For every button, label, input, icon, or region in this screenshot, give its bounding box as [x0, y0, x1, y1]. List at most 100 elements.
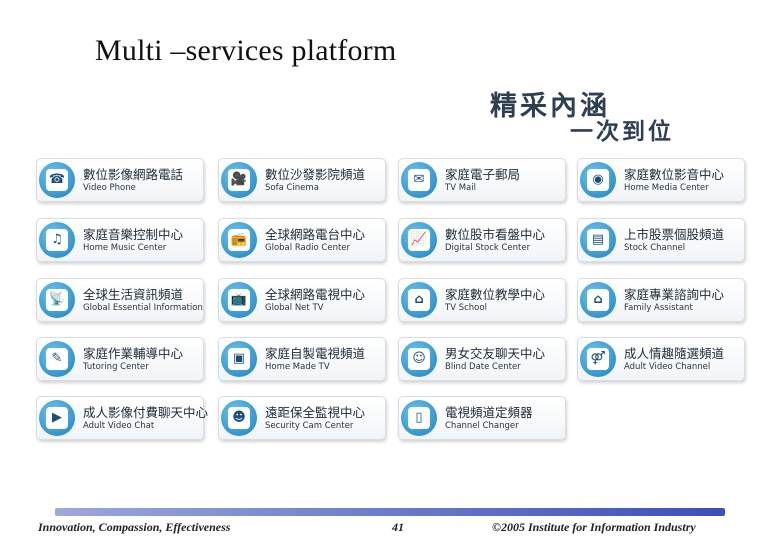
icon-glyph: ✎: [46, 348, 68, 370]
service-name-en: Family Assistant: [624, 303, 693, 313]
service-name-en: Video Phone: [83, 183, 136, 193]
icon-glyph: ▤: [587, 229, 609, 251]
phone-icon: ☎: [39, 162, 75, 198]
service-name-en: Global Essential Information: [83, 303, 203, 313]
service-name-zh: 數位沙發影院頻道: [265, 167, 366, 182]
service-name-zh: 遠距保全監視中心: [265, 405, 366, 420]
radio-icon: 📻: [221, 222, 257, 258]
service-name-zh: 全球生活資訊頻道: [83, 287, 184, 302]
stock-tv-icon: ▤: [580, 222, 616, 258]
service-name-zh: 家庭自製電視頻道: [265, 346, 366, 361]
service-name-en: Digital Stock Center: [445, 243, 531, 253]
service-name-zh: 成人影像付費聊天中心: [83, 405, 209, 420]
page-number: 41: [392, 520, 404, 534]
service-name-en: Adult Video Chat: [83, 421, 155, 431]
service-name-zh: 家庭數位影音中心: [624, 167, 725, 182]
icon-glyph: ⌂: [408, 289, 430, 311]
icon-glyph: ☺: [408, 348, 430, 370]
icon-glyph: 📡: [46, 289, 68, 311]
service-name-en: Blind Date Center: [445, 362, 521, 372]
remote-control-icon: ▯: [401, 400, 437, 436]
service-name-en: TV Mail: [445, 183, 476, 193]
service-name-zh: 全球網路電台中心: [265, 227, 366, 242]
home-tv-icon: ▣: [221, 341, 257, 377]
service-name-zh: 家庭音樂控制中心: [83, 227, 184, 242]
music-icon: ♫: [39, 222, 75, 258]
service-name-en: Home Music Center: [83, 243, 167, 253]
service-name-en: Sofa Cinema: [265, 183, 319, 193]
mail-icon: ✉: [401, 162, 437, 198]
tutoring-icon: ✎: [39, 341, 75, 377]
school-icon: ⌂: [401, 282, 437, 318]
service-name-en: Adult Video Channel: [624, 362, 711, 372]
service-name-zh: 數位股市看盤中心: [445, 227, 546, 242]
service-name-zh: 成人情趣隨選頻道: [624, 346, 725, 361]
satellite-dish-icon: 📡: [39, 282, 75, 318]
service-name-zh: 數位影像網路電話: [83, 167, 184, 182]
slogan-line-2: 一次到位: [570, 119, 674, 145]
icon-glyph: 🎥: [228, 169, 250, 191]
service-name-en: Tutoring Center: [83, 362, 149, 372]
service-name-en: Stock Channel: [624, 243, 686, 253]
service-name-en: Home Media Center: [624, 183, 709, 193]
icon-glyph: ♫: [46, 229, 68, 251]
footer-copyright: ©2005 Institute for Information Industry: [492, 520, 696, 534]
icon-glyph: 📻: [228, 229, 250, 251]
slogan-line-1: 精采內涵: [490, 91, 610, 122]
service-name-zh: 上市股票個股頻道: [624, 227, 725, 242]
service-name-zh: 家庭數位教學中心: [445, 287, 546, 302]
service-name-zh: 電視頻道定頻器: [445, 405, 533, 420]
video-chat-icon: ▶: [39, 400, 75, 436]
icon-glyph: ⌂: [587, 289, 609, 311]
icon-glyph: ⚤: [587, 348, 609, 370]
tv-icon: 📺: [221, 282, 257, 318]
icon-glyph: ☻: [228, 407, 250, 429]
service-name-en: Channel Changer: [445, 421, 519, 431]
service-name-zh: 全球網路電視中心: [265, 287, 366, 302]
service-name-en: Global Net TV: [265, 303, 324, 313]
service-name-zh: 家庭專業諮詢中心: [624, 287, 725, 302]
icon-glyph: ☎: [46, 169, 68, 191]
film-camera-icon: 🎥: [221, 162, 257, 198]
service-name-en: Global Radio Center: [265, 243, 351, 253]
gender-icon: ⚤: [580, 341, 616, 377]
chat-icon: ☺: [401, 341, 437, 377]
service-name-en: Security Cam Center: [265, 421, 354, 431]
family-house-icon: ⌂: [580, 282, 616, 318]
media-player-icon: ◉: [580, 162, 616, 198]
service-name-zh: 家庭作業輔導中心: [83, 346, 184, 361]
icon-glyph: ▣: [228, 348, 250, 370]
security-guard-icon: ☻: [221, 400, 257, 436]
icon-glyph: ◉: [587, 169, 609, 191]
icon-glyph: ▯: [408, 407, 430, 429]
icon-glyph: 📺: [228, 289, 250, 311]
icon-glyph: ✉: [408, 169, 430, 191]
icon-glyph: 📈: [408, 229, 430, 251]
service-name-zh: 家庭電子郵局: [445, 167, 521, 182]
stock-chart-icon: 📈: [401, 222, 437, 258]
service-name-en: TV School: [445, 303, 487, 313]
footer-tagline: Innovation, Compassion, Effectiveness: [38, 520, 231, 534]
slide-title: Multi –services platform: [95, 34, 397, 67]
footer-divider: [55, 508, 725, 516]
